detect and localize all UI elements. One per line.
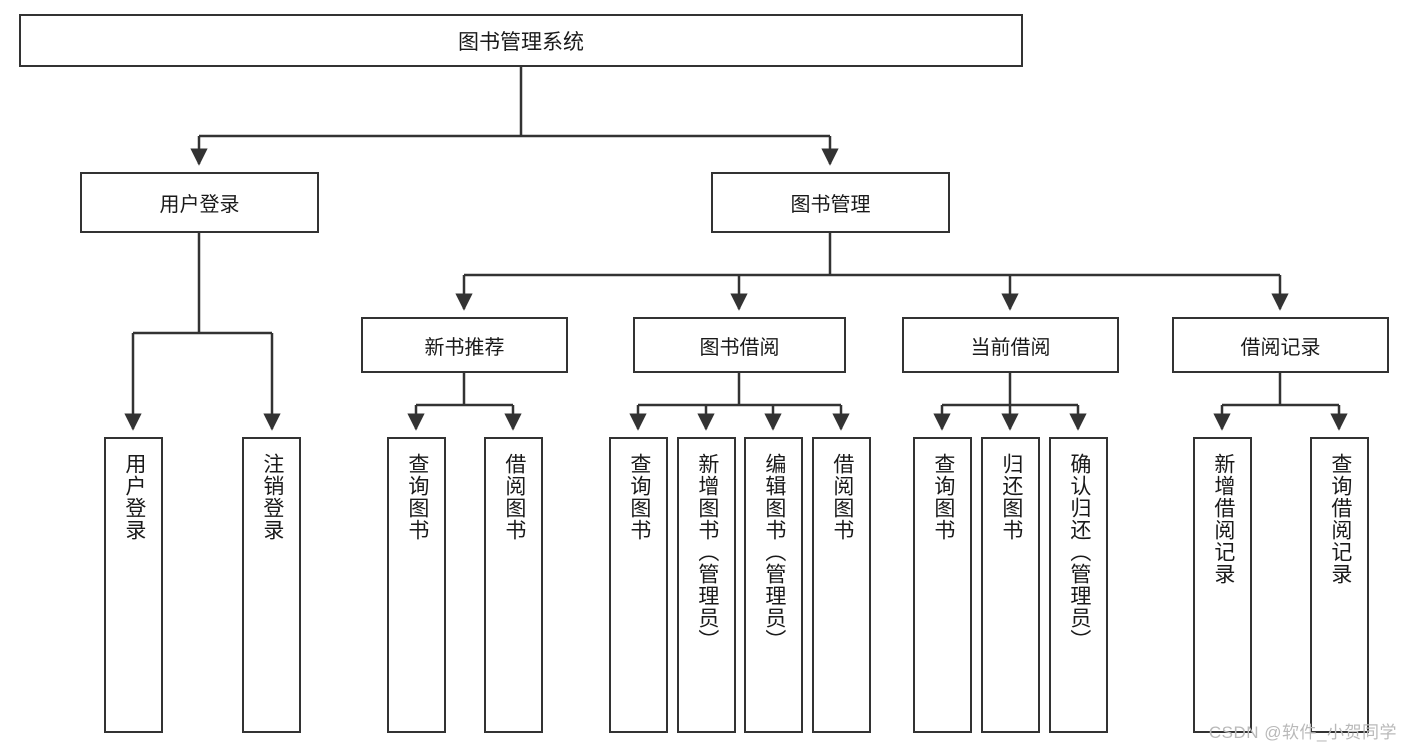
node-leaf-current-borrow-query[interactable]: 查询图书 xyxy=(913,437,972,733)
node-label: 图书管理系统 xyxy=(458,30,584,54)
node-leaf-book-borrow-add-admin[interactable]: 新增图书（管理员） xyxy=(677,437,736,733)
node-label: 新增借阅记录 xyxy=(1211,453,1235,585)
node-label: 查询借阅记录 xyxy=(1328,453,1352,585)
node-leaf-book-borrow-edit-admin[interactable]: 编辑图书（管理员） xyxy=(744,437,803,733)
node-current-borrow[interactable]: 当前借阅 xyxy=(902,317,1119,373)
node-user-login[interactable]: 用户登录 xyxy=(80,172,319,233)
node-leaf-new-book-borrow[interactable]: 借阅图书 xyxy=(484,437,543,733)
node-new-book-recommend[interactable]: 新书推荐 xyxy=(361,317,568,373)
node-book-management[interactable]: 图书管理 xyxy=(711,172,950,233)
node-label: 用户登录 xyxy=(122,453,146,541)
node-borrow-record[interactable]: 借阅记录 xyxy=(1172,317,1389,373)
node-label: 确认归还（管理员） xyxy=(1067,453,1091,651)
node-book-borrow[interactable]: 图书借阅 xyxy=(633,317,846,373)
csdn-watermark: CSDN @软件_小贺同学 xyxy=(1208,723,1397,742)
node-label: 新书推荐 xyxy=(424,336,505,359)
node-leaf-user-login-login[interactable]: 用户登录 xyxy=(104,437,163,733)
node-label: 用户登录 xyxy=(159,194,240,216)
node-label: 查询图书 xyxy=(931,453,955,541)
node-label: 归还图书 xyxy=(999,453,1023,541)
node-label: 借阅记录 xyxy=(1240,336,1321,359)
node-label: 查询图书 xyxy=(627,453,651,541)
node-leaf-current-borrow-confirm-admin[interactable]: 确认归还（管理员） xyxy=(1049,437,1108,733)
node-label: 注销登录 xyxy=(260,453,284,541)
node-root-book-management-system[interactable]: 图书管理系统 xyxy=(19,14,1023,67)
node-label: 图书借阅 xyxy=(699,336,780,359)
node-label: 查询图书 xyxy=(405,453,429,541)
node-label: 编辑图书（管理员） xyxy=(762,453,786,651)
node-leaf-user-login-logout[interactable]: 注销登录 xyxy=(242,437,301,733)
node-label: 当前借阅 xyxy=(970,336,1051,359)
node-label: 借阅图书 xyxy=(830,453,854,541)
node-leaf-book-borrow-query[interactable]: 查询图书 xyxy=(609,437,668,733)
node-leaf-borrow-record-query[interactable]: 查询借阅记录 xyxy=(1310,437,1369,733)
node-label: 新增图书（管理员） xyxy=(695,453,719,651)
node-leaf-current-borrow-return[interactable]: 归还图书 xyxy=(981,437,1040,733)
node-leaf-borrow-record-add[interactable]: 新增借阅记录 xyxy=(1193,437,1252,733)
node-label: 图书管理 xyxy=(790,194,871,216)
node-leaf-new-book-query[interactable]: 查询图书 xyxy=(387,437,446,733)
node-label: 借阅图书 xyxy=(502,453,526,541)
node-leaf-book-borrow-borrow[interactable]: 借阅图书 xyxy=(812,437,871,733)
